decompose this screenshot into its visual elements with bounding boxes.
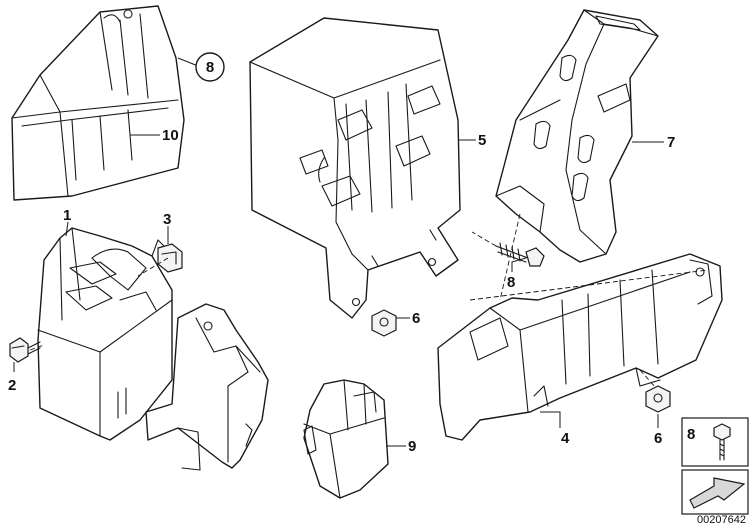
- leader-8-mid: [511, 257, 527, 272]
- legend-box: 8: [681, 417, 749, 515]
- part-4-tray[interactable]: [437, 253, 723, 441]
- callout-7: 7: [667, 134, 675, 151]
- assembly-line-tray-to-nut: [639, 369, 657, 389]
- part-8-screw[interactable]: [495, 242, 545, 267]
- part-10-tray[interactable]: [11, 5, 185, 201]
- assembly-line-nut-to-carrier: [137, 257, 169, 277]
- diagram-id: 00207642: [697, 514, 746, 526]
- part-6-nut-center[interactable]: [371, 309, 397, 337]
- part-2-screw[interactable]: [9, 337, 41, 363]
- part-7-bracket[interactable]: [495, 9, 659, 263]
- callout-3: 3: [163, 211, 171, 228]
- part-9-holder[interactable]: [303, 379, 389, 499]
- callout-2: 2: [8, 377, 16, 394]
- callout-6-center: 6: [412, 310, 420, 327]
- callout-8-top: 8: [206, 59, 214, 76]
- callout-8-mid: 8: [507, 274, 515, 291]
- legend-screw-head-icon: [713, 423, 731, 441]
- part-5-holder[interactable]: [249, 17, 461, 319]
- callout-6-right: 6: [654, 430, 662, 447]
- part-1-fuse-carrier[interactable]: [37, 227, 173, 441]
- leader-8-top: [177, 57, 199, 67]
- assembly-line-bracket-to-tray: [499, 213, 521, 301]
- part-6-nut-right[interactable]: [645, 385, 671, 413]
- callout-circle-8: [195, 52, 225, 82]
- part-3-clip-nut[interactable]: [157, 243, 183, 273]
- leader-1: [65, 221, 69, 237]
- arrow-icon: [689, 477, 746, 509]
- legend-number: 8: [687, 426, 695, 443]
- legend-screw-thread-icon: [719, 439, 725, 461]
- fuse-carrier-cover[interactable]: [145, 303, 269, 471]
- assembly-line-screw-to-bracket: [471, 231, 497, 247]
- leader-4: [540, 411, 561, 428]
- callout-4: 4: [561, 430, 570, 447]
- callout-5: 5: [478, 132, 486, 149]
- callout-10: 10: [162, 127, 179, 144]
- assembly-line-screw-to-carrier: [29, 344, 45, 351]
- callout-9: 9: [408, 438, 416, 455]
- callout-1: 1: [63, 207, 71, 224]
